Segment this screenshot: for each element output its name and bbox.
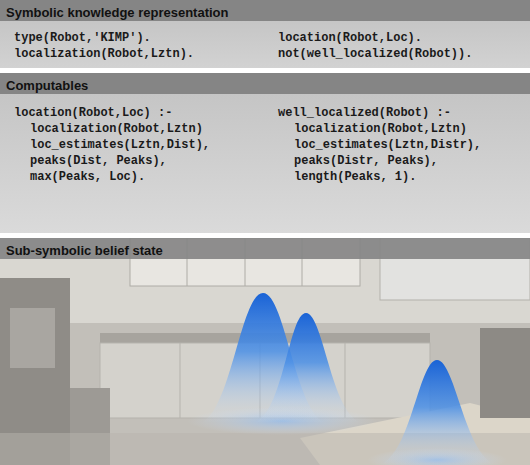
code-line: location(Robot,Loc). <box>278 31 422 46</box>
cabinet-divider <box>180 343 181 418</box>
kitchen-photo <box>0 238 530 465</box>
code-line: location(Robot,Loc) :- <box>14 106 172 121</box>
code-line: type(Robot,'KIMP'). <box>14 31 151 46</box>
belief-peak <box>250 313 365 423</box>
robot-equipment <box>10 308 55 368</box>
code-line: length(Peaks, 1). <box>294 170 416 185</box>
belief-peak <box>375 360 500 465</box>
panel-heading: Symbolic knowledge representation <box>6 5 229 20</box>
code-line: peaks(Distr, Peaks), <box>294 154 438 169</box>
photo-ground <box>0 238 530 465</box>
code-line: loc_estimates(Lztn,Distr), <box>294 138 481 153</box>
code-line: localization(Robot,Lztn) <box>30 122 203 137</box>
code-line: localization(Robot,Lztn). <box>14 47 194 62</box>
code-line: not(well_localized(Robot)). <box>278 47 472 62</box>
chair <box>480 328 530 418</box>
code-line: max(Peaks, Loc). <box>30 170 145 185</box>
code-line: loc_estimates(Lztn,Dist), <box>30 138 210 153</box>
code-line: well_localized(Robot) :- <box>278 106 451 121</box>
code-line: localization(Robot,Lztn) <box>294 122 467 137</box>
panel-box: Computableslocation(Robot,Loc) :-localiz… <box>0 73 530 233</box>
panel-box: Symbolic knowledge representation type(Ro… <box>0 0 530 68</box>
panel-heading: Sub-symbolic belief state <box>6 243 163 258</box>
panel-box: Sub-symbolic belief state <box>0 238 530 465</box>
panel-heading: Computables <box>6 78 88 93</box>
code-line: peaks(Dist, Peaks), <box>30 154 167 169</box>
